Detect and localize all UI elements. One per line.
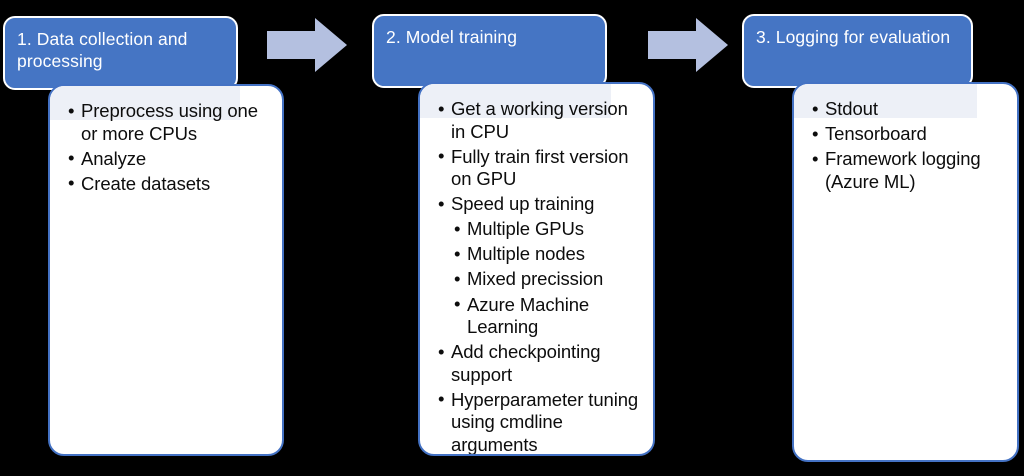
list-item: Multiple nodes [454, 243, 643, 266]
list-item: Azure Machine Learning [454, 293, 643, 339]
list-item: Stdout [812, 98, 1007, 121]
step-2-card: Get a working version in CPU Fully train… [418, 82, 655, 456]
step-3-card: Stdout Tensorboard Framework logging (Az… [792, 82, 1019, 462]
step-2-header: 2. Model training [372, 14, 607, 88]
step-2-header-label: 2. Model training [386, 27, 518, 47]
step-3-card-body: Stdout Tensorboard Framework logging (Az… [794, 84, 1017, 206]
step-1-header: 1. Data collection and processing [3, 16, 238, 90]
list-item: Mixed precission [454, 268, 643, 291]
list-item: Tensorboard [812, 123, 1007, 146]
list-item: Preprocess using one or more CPUs [68, 99, 272, 145]
list-item: Analyze [68, 147, 272, 171]
step-1-header-label: 1. Data collection and processing [17, 29, 188, 72]
step-1-card: Preprocess using one or more CPUs Analyz… [48, 84, 284, 456]
step-2-card-body: Get a working version in CPU Fully train… [420, 84, 653, 454]
list-item: Get a working version in CPU [438, 97, 643, 143]
step-1-bullet-list: Preprocess using one or more CPUs Analyz… [68, 99, 272, 196]
arrow-step2-to-step3 [648, 18, 728, 72]
list-item: Create datasets [68, 172, 272, 196]
list-item: Framework logging (Azure ML) [812, 148, 1007, 193]
list-item: Fully train first version on GPU [438, 145, 643, 191]
list-item: Hyperparameter tuning using cmdline argu… [438, 388, 643, 454]
step-1-card-body: Preprocess using one or more CPUs Analyz… [50, 86, 282, 208]
step-2-bullet-list: Get a working version in CPU Fully train… [438, 97, 643, 454]
step-3-bullet-list: Stdout Tensorboard Framework logging (Az… [812, 98, 1007, 193]
step-3-header-label: 3. Logging for evaluation [756, 27, 951, 47]
arrow-step1-to-step2 [267, 18, 347, 72]
list-item: Speed up training [438, 193, 643, 216]
list-item: Add checkpointing support [438, 341, 643, 386]
list-item: Multiple GPUs [454, 218, 643, 241]
step-3-header: 3. Logging for evaluation [742, 14, 973, 88]
